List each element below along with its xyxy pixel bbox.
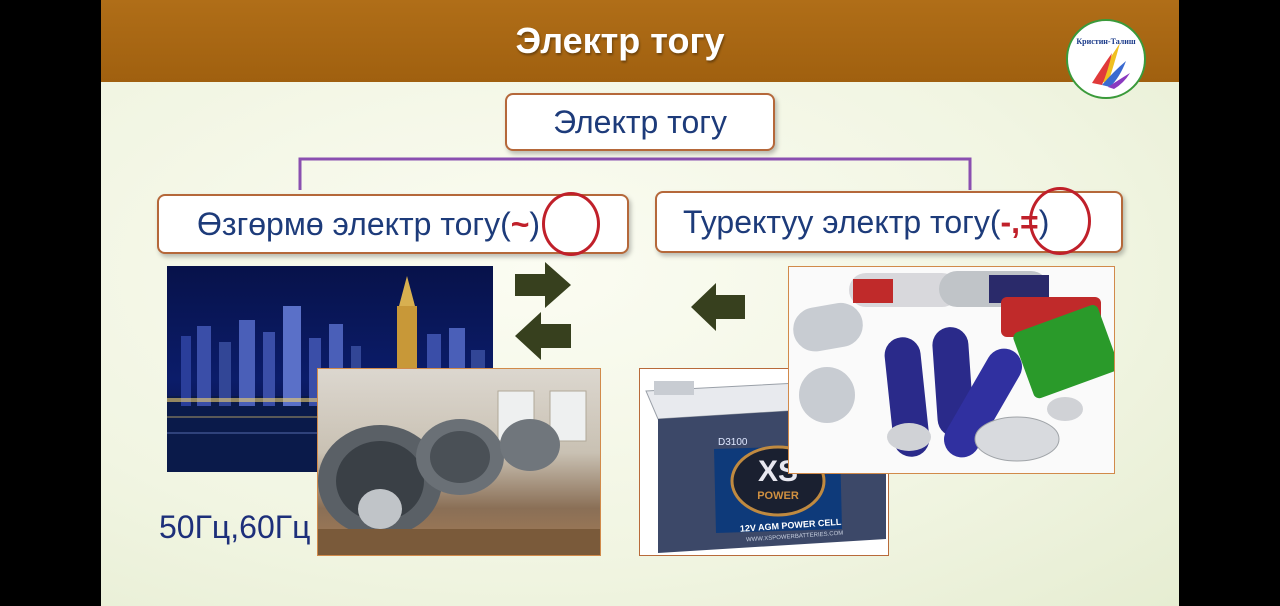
power-plant-generators-photo [317, 368, 601, 556]
ac-symbol: ~ [510, 205, 530, 242]
slide-title: Электр тогу [515, 20, 725, 61]
arrow-right-icon [515, 262, 571, 308]
small-batteries-photo [788, 266, 1115, 474]
dc-paren-open: ( [989, 203, 1001, 240]
logo-text: Кристин-Талиш [1076, 37, 1136, 46]
battery-tagline: POWER [757, 490, 799, 502]
dc-symbol-highlight [1029, 187, 1091, 255]
arrow-left-icon [515, 312, 571, 360]
ac-label: Өзгөрмө электр тогу [197, 205, 501, 242]
frequency-label: 50Гц,60Гц [159, 509, 311, 545]
slide: Электр тогу Кристин-Талиш Электр тогу Өз… [101, 0, 1179, 606]
dc-label: Туректуу электр тогу [683, 203, 990, 240]
battery-model: D3100 [718, 437, 748, 448]
ac-symbol-highlight [542, 192, 600, 256]
main-concept-box: Электр тогу [505, 93, 775, 151]
ac-paren-open: ( [500, 205, 511, 242]
logo-icon: Кристин-Талиш [1066, 19, 1146, 99]
main-concept-label: Электр тогу [553, 103, 727, 140]
ac-paren-close: ) [529, 205, 541, 242]
hierarchy-connector [298, 157, 972, 190]
title-bar: Электр тогу [101, 0, 1179, 82]
arrow-left-icon [691, 283, 745, 331]
